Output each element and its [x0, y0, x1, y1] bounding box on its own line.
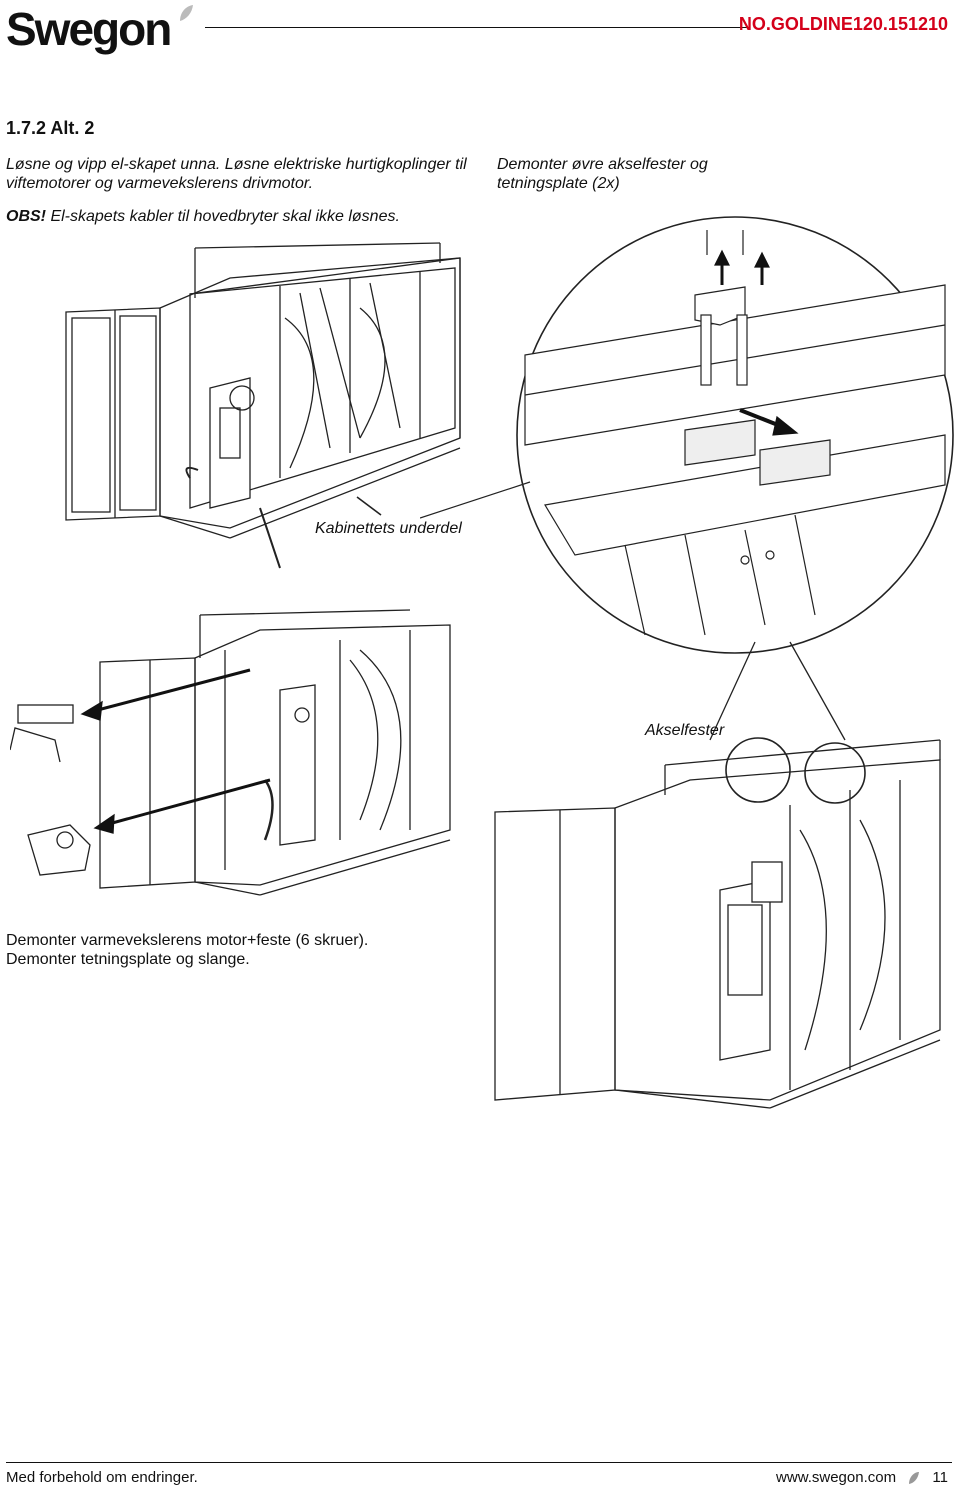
illustration-motor-removal — [10, 609, 451, 896]
obs-label: OBS! — [6, 208, 46, 225]
section-title: 1.7.2 Alt. 2 — [6, 118, 95, 138]
arrow-diagonal-icon — [739, 408, 799, 436]
instruction-step2: Demonter øvre akselfester og tetningspla… — [497, 156, 708, 192]
page-number: 11 — [932, 1469, 948, 1486]
illustration-shaft-mounts — [494, 641, 941, 1109]
cabinet-lower-leader — [356, 496, 382, 516]
label-cabinet-lower: Kabinettets underdel — [315, 520, 462, 537]
footer-rule — [6, 1462, 952, 1463]
swegon-leaf-icon — [180, 5, 193, 21]
detail-connector — [420, 481, 531, 519]
footer-disclaimer: Med forbehold om endringer. — [6, 1469, 198, 1486]
obs-text: El-skapets kabler til hovedbryter skal i… — [46, 208, 400, 225]
illustration-cabinet-open — [65, 242, 461, 569]
footer-leaf-icon — [909, 1472, 920, 1485]
header-rule — [205, 27, 750, 28]
instruction-step1: Løsne og vipp el-skapet unna. Løsne elek… — [6, 156, 467, 192]
footer-website[interactable]: www.swegon.com — [776, 1469, 897, 1486]
illustration-detail-circle — [516, 216, 954, 654]
obs-note: OBS! El-skapets kabler til hovedbryter s… — [6, 207, 400, 226]
document-id: NO.GOLDINE120.151210 — [738, 14, 948, 34]
footer-right: www.swegon.com 11 — [776, 1469, 948, 1486]
instruction-step3: Demonter varmevekslerens motor+feste (6 … — [6, 932, 369, 968]
swegon-logo: Swegon — [6, 3, 172, 55]
label-shaft-mounts: Akselfester — [645, 722, 725, 739]
